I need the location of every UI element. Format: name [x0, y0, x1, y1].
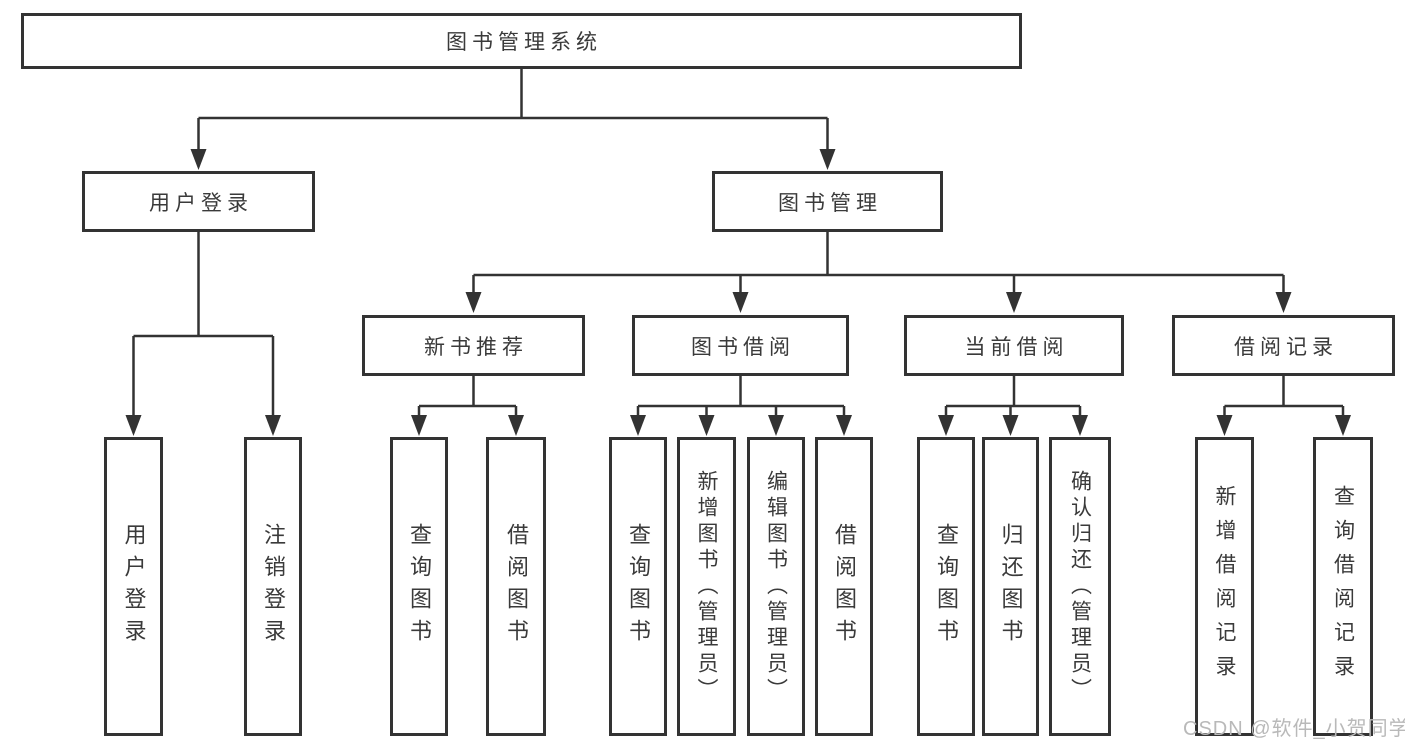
leaf-cb-query-book: 查询图书	[917, 437, 975, 736]
node-new-book-recommend-label: 新书推荐	[424, 335, 528, 359]
leaf-bb-query-book: 查询图书	[609, 437, 667, 736]
leaf-cb-query-book-label: 查询图书	[934, 522, 959, 651]
leaf-logout: 注销登录	[244, 437, 302, 736]
node-current-borrow-label: 当前借阅	[964, 335, 1069, 359]
leaf-cb-return-book: 归还图书	[982, 437, 1039, 736]
node-system-root-label: 图书管理系统	[446, 31, 602, 54]
node-book-borrow-label: 图书借阅	[691, 335, 795, 359]
leaf-cb-return-book-label: 归还图书	[998, 522, 1024, 651]
node-current-borrow: 当前借阅	[904, 315, 1124, 376]
leaf-bb-edit-book-admin-label: 编辑图书（管理员）	[764, 469, 788, 704]
leaf-logout-label: 注销登录	[261, 522, 286, 651]
leaf-bb-borrow-book-label: 借阅图书	[832, 522, 857, 651]
csdn-watermark: CSDN @软件_小贺同学	[1183, 718, 1405, 740]
node-new-book-recommend: 新书推荐	[362, 315, 585, 376]
leaf-cb-confirm-return-admin: 确认归还（管理员）	[1049, 437, 1111, 736]
leaf-br-query-record-label: 查询借阅记录	[1331, 484, 1355, 689]
leaf-rec-borrow-book-label: 借阅图书	[504, 522, 529, 651]
node-borrow-records: 借阅记录	[1172, 315, 1395, 376]
node-book-borrow: 图书借阅	[632, 315, 849, 376]
leaf-cb-confirm-return-admin-label: 确认归还（管理员）	[1068, 469, 1092, 704]
node-user-login-label: 用户登录	[149, 191, 253, 215]
leaf-rec-query-book-label: 查询图书	[407, 522, 432, 651]
leaf-user-login: 用户登录	[104, 437, 163, 736]
leaf-user-login-label: 用户登录	[121, 522, 147, 651]
node-borrow-records-label: 借阅记录	[1234, 335, 1338, 359]
leaf-bb-edit-book-admin: 编辑图书（管理员）	[747, 437, 805, 736]
leaf-br-query-record: 查询借阅记录	[1313, 437, 1373, 736]
leaf-bb-add-book-admin: 新增图书（管理员）	[677, 437, 736, 736]
leaf-br-add-record-label: 新增借阅记录	[1213, 484, 1236, 689]
leaf-bb-query-book-label: 查询图书	[626, 522, 651, 651]
leaf-rec-borrow-book: 借阅图书	[486, 437, 546, 736]
node-user-login: 用户登录	[82, 171, 315, 232]
node-book-management-label: 图书管理	[778, 191, 882, 215]
leaf-bb-add-book-admin-label: 新增图书（管理员）	[695, 469, 718, 704]
leaf-bb-borrow-book: 借阅图书	[815, 437, 873, 736]
leaf-rec-query-book: 查询图书	[390, 437, 448, 736]
leaf-br-add-record: 新增借阅记录	[1195, 437, 1254, 736]
node-system-root: 图书管理系统	[21, 13, 1022, 69]
node-book-management: 图书管理	[712, 171, 943, 232]
